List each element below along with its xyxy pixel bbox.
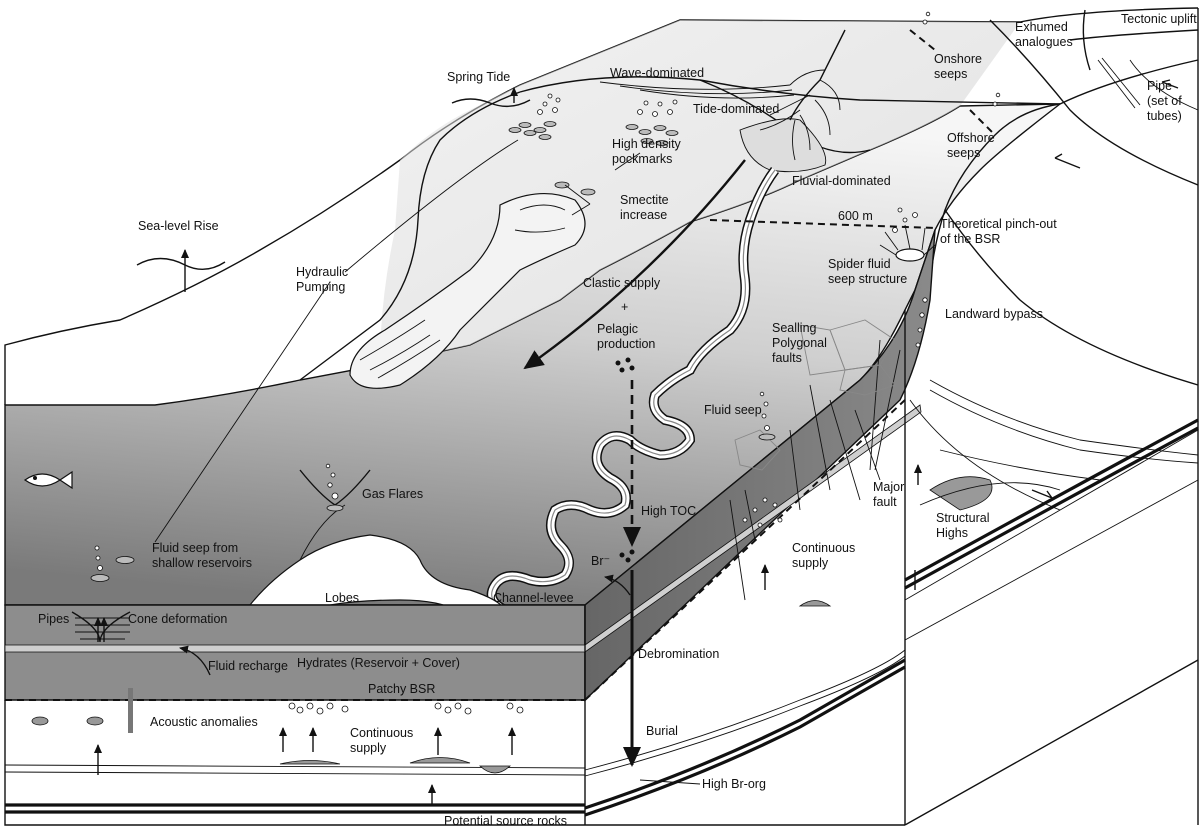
bsr-bubbles: [288, 702, 524, 715]
label-br-minus: Br⁻: [591, 554, 610, 568]
label-potential-source-rocks: Potential source rocks: [444, 814, 567, 828]
label-fluid-recharge: Fluid recharge: [208, 659, 288, 673]
label-tectonic-uplift: Tectonic uplift: [1121, 12, 1197, 26]
label-gas-flares: Gas Flares: [362, 487, 423, 501]
seafloor-features: [23, 11, 1001, 582]
label-patchy-bsr: Patchy BSR: [368, 682, 435, 696]
label-cone-deformation: Cone deformation: [128, 612, 227, 626]
label-debromination: Debromination: [638, 647, 719, 661]
label-sea-level-rise: Sea-level Rise: [138, 219, 219, 233]
label-spring-tide: Spring Tide: [447, 70, 510, 84]
lobes: [248, 534, 506, 613]
front-block: [4, 229, 1199, 826]
label-clastic-supply: Clastic supply: [583, 276, 661, 290]
labels: Spring Tide Wave-dominated Tide-dominate…: [38, 12, 1197, 828]
label-channel-levee: Channel-levee: [493, 591, 574, 605]
label-high-toc: High TOC: [641, 504, 696, 518]
label-landward-bypass: Landward bypass: [945, 307, 1043, 321]
mass-transport-deposit: [349, 181, 596, 389]
label-pipes: Pipes: [38, 612, 69, 626]
hydrate-layer-front: [4, 604, 586, 701]
label-fluid-seep: Fluid seep: [704, 403, 762, 417]
delta-system: [248, 29, 846, 615]
label-lobes: Lobes: [325, 591, 359, 605]
label-wave-dominated: Wave-dominated: [610, 66, 704, 80]
label-fluvial-dominated: Fluvial-dominated: [792, 174, 891, 188]
label-tide-dominated: Tide-dominated: [693, 102, 779, 116]
process-arrows: [154, 139, 936, 785]
faults-side: [729, 339, 901, 601]
label-plus: +: [621, 300, 628, 314]
landscape: [4, 7, 1199, 825]
label-600m: 600 m: [838, 209, 873, 223]
polygonal-faults: [734, 319, 896, 471]
label-burial: Burial: [646, 724, 678, 738]
label-hydrates: Hydrates (Reservoir + Cover): [297, 656, 460, 670]
fish-icon: [23, 470, 73, 490]
label-high-br-org: High Br-org: [702, 777, 766, 791]
label-acoustic-anomalies: Acoustic anomalies: [150, 715, 258, 729]
